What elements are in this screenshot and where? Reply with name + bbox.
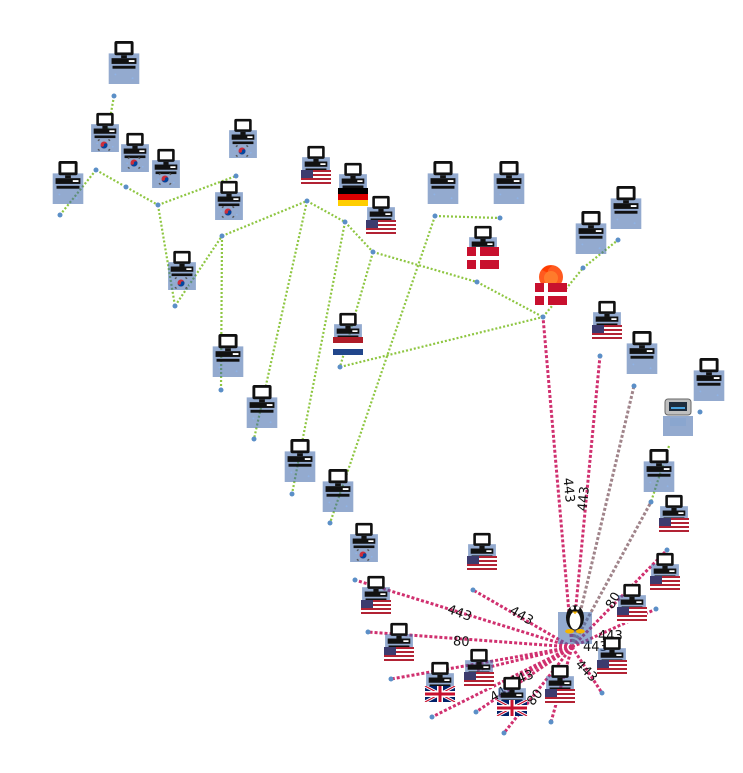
computer-icon[interactable] bbox=[322, 468, 354, 512]
computer-icon[interactable] bbox=[617, 583, 647, 623]
internal-edges bbox=[59, 95, 671, 524]
computer-icon[interactable] bbox=[427, 160, 459, 204]
computer-icon[interactable] bbox=[464, 648, 494, 688]
edge-label: 80 bbox=[452, 634, 470, 650]
computer-icon[interactable] bbox=[229, 118, 257, 158]
edge-label: 80 bbox=[524, 687, 546, 709]
computer-icon[interactable] bbox=[592, 300, 622, 341]
computer-icon[interactable] bbox=[215, 180, 243, 220]
edge-label: 443 bbox=[559, 477, 577, 503]
computer-icon[interactable] bbox=[424, 661, 456, 702]
computer-icon[interactable] bbox=[338, 162, 368, 206]
computer-icon[interactable] bbox=[366, 195, 396, 236]
computer-icon[interactable] bbox=[610, 185, 642, 229]
computer-icon[interactable] bbox=[246, 384, 278, 428]
router-icon[interactable] bbox=[662, 398, 694, 437]
computer-icon[interactable] bbox=[333, 312, 363, 355]
computer-icon[interactable] bbox=[121, 132, 149, 172]
computer-icon[interactable] bbox=[659, 494, 689, 534]
computer-icon[interactable] bbox=[168, 250, 196, 290]
computer-icon[interactable] bbox=[301, 145, 331, 186]
edge-label: 443 bbox=[575, 486, 593, 512]
firefox-icon[interactable] bbox=[535, 265, 567, 305]
computer-icon[interactable] bbox=[91, 112, 119, 152]
computer-icon[interactable] bbox=[545, 664, 575, 705]
computer-icon[interactable] bbox=[493, 160, 525, 204]
linux-penguin-icon[interactable] bbox=[558, 605, 592, 644]
computer-icon[interactable] bbox=[212, 333, 244, 377]
computer-icon[interactable] bbox=[284, 438, 316, 482]
edge-endpoints bbox=[57, 93, 703, 736]
computer-icon[interactable] bbox=[467, 532, 497, 572]
computer-icon[interactable] bbox=[52, 160, 84, 204]
computer-icon[interactable] bbox=[693, 357, 725, 401]
computer-icon[interactable] bbox=[384, 622, 414, 663]
edge-label: 443 bbox=[445, 602, 473, 625]
computer-icon[interactable] bbox=[626, 330, 658, 374]
computer-icon[interactable] bbox=[467, 225, 499, 269]
computer-icon[interactable] bbox=[152, 148, 180, 188]
computer-icon[interactable] bbox=[108, 40, 140, 84]
computer-icon[interactable] bbox=[575, 210, 607, 254]
computer-icon[interactable] bbox=[350, 522, 378, 562]
computer-icon[interactable] bbox=[650, 552, 680, 592]
graph-nodes bbox=[52, 40, 725, 716]
computer-icon[interactable] bbox=[643, 448, 675, 492]
